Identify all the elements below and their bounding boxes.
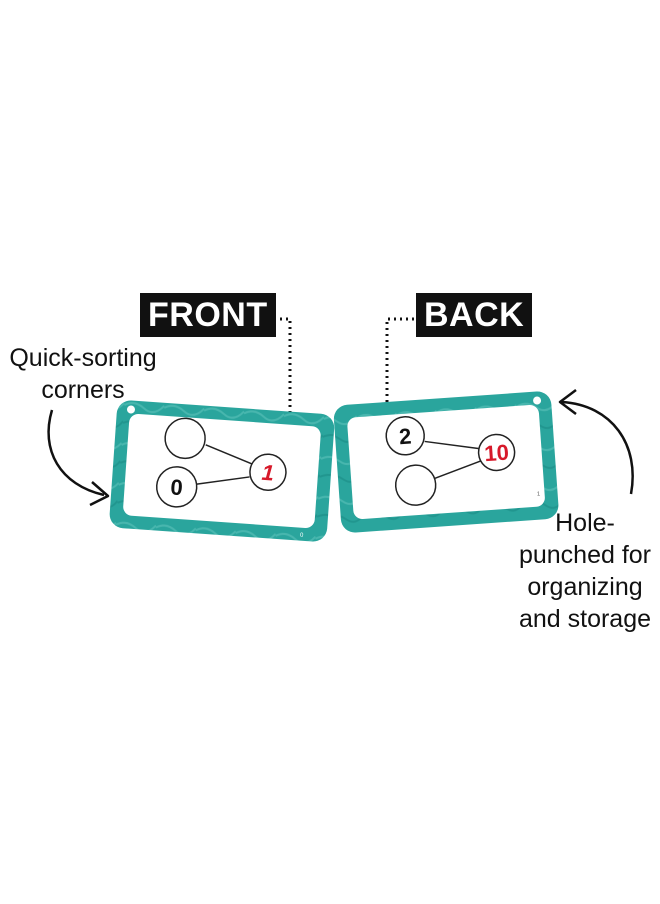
- front-circle-right-number: 1: [261, 460, 275, 486]
- callout-line: organizing: [527, 573, 643, 601]
- front-circle-top: [164, 417, 206, 460]
- front-circle-bottom: [155, 466, 198, 508]
- front-card: 0 1 0: [109, 400, 335, 542]
- back-circle-right-number: 10: [484, 440, 510, 467]
- hole-punch-icon: [533, 396, 542, 405]
- front-circle-right: [249, 453, 287, 491]
- front-corner-number: 0: [300, 533, 304, 539]
- front-leader-line: [262, 317, 292, 412]
- back-card: 2 10 1: [333, 391, 559, 533]
- callout-line: punched for: [518, 541, 652, 569]
- back-circle-top-number: 2: [398, 423, 412, 449]
- callout-line: Hole-: [555, 509, 615, 537]
- front-circle-bottom-number: 0: [170, 474, 184, 500]
- curved-arrow-left-icon: [47, 409, 110, 507]
- callout-line: corners: [41, 376, 125, 404]
- callout-quick-sorting: Quick-sorting corners: [2, 342, 164, 406]
- hole-punch-icon: [126, 405, 135, 414]
- back-circle-bottom: [394, 464, 437, 506]
- callout-line: and storage: [518, 605, 652, 633]
- back-corner-number: 1: [537, 491, 541, 497]
- callout-hole-punched: Hole- punched for organizing and storage: [510, 507, 660, 635]
- curved-arrow-right-icon: [558, 389, 634, 495]
- callout-line: Quick-sorting: [9, 344, 157, 372]
- back-circle-right: [477, 433, 516, 472]
- back-leader-line: [385, 317, 414, 402]
- back-circle-top: [385, 416, 425, 456]
- front-label: FRONT: [140, 293, 276, 337]
- back-label: BACK: [416, 293, 533, 337]
